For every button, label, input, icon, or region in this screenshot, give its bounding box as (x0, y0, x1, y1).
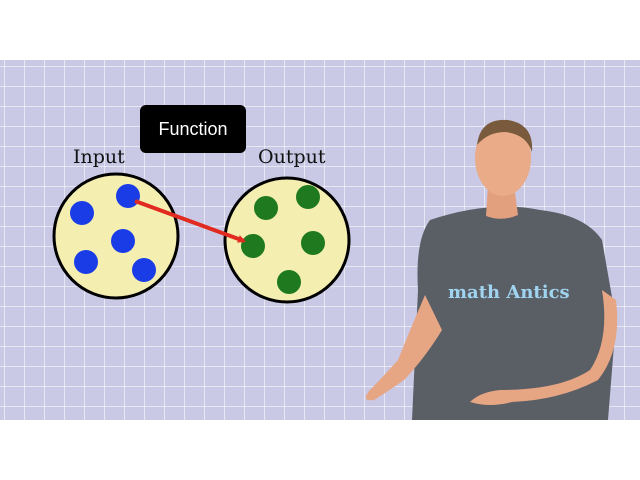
input-label: Input (73, 146, 125, 168)
shirt-logo: math Antics (448, 282, 570, 303)
function-label-box: Function (140, 105, 246, 153)
output-dot (254, 196, 278, 220)
output-label: Output (258, 146, 326, 168)
presenter-shirt (412, 206, 616, 420)
output-dot (296, 185, 320, 209)
input-dot-mapped (116, 184, 140, 208)
presenter-head (475, 120, 531, 196)
output-dot (277, 270, 301, 294)
presenter: math Antics (365, 119, 618, 420)
mapping-arrow (134, 199, 246, 243)
input-dot (74, 250, 98, 274)
input-dot (111, 229, 135, 253)
presenter-left-hand (365, 295, 442, 401)
presenter-hair (477, 119, 533, 152)
function-diagram (52, 172, 351, 304)
input-dot (132, 258, 156, 282)
video-frame: Function Input Output (0, 60, 640, 420)
presenter-right-hand (470, 290, 618, 405)
output-dot-mapped (241, 234, 265, 258)
input-dot (70, 201, 94, 225)
function-label: Function (158, 118, 228, 139)
output-dot (301, 231, 325, 255)
